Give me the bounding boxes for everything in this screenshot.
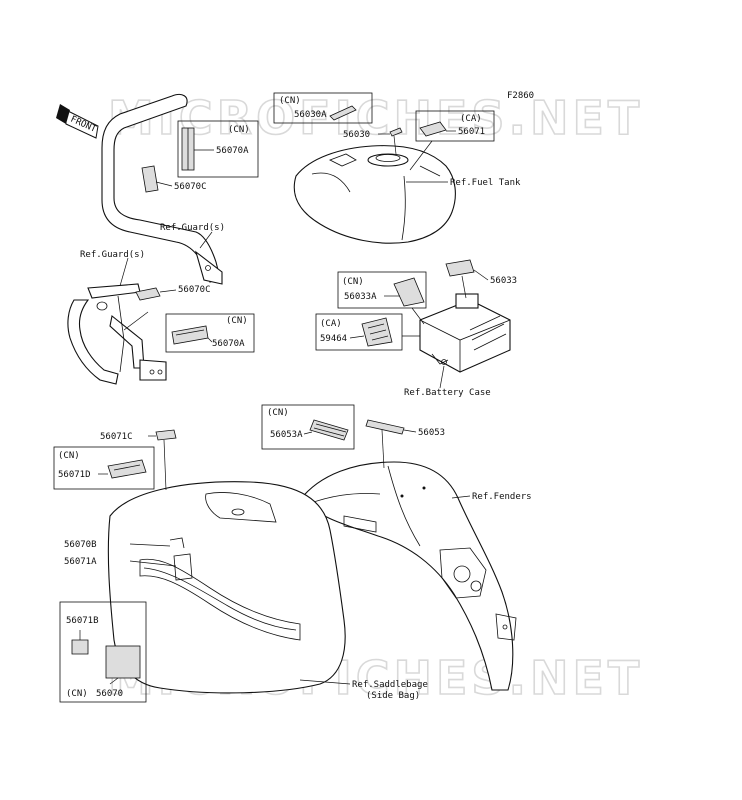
label-56033a: 56033A — [344, 292, 377, 302]
label-56071c: 56071C — [100, 432, 133, 442]
decal-56053-group: 56053 — [365, 419, 445, 469]
decal-56071c — [155, 429, 177, 441]
decal-56070c-top — [141, 165, 159, 193]
label-59464: 59464 — [320, 334, 347, 344]
ref-fenders: Ref.Fenders — [472, 492, 532, 502]
decal-56071-group: (CA) 56071 — [409, 110, 495, 171]
label-56053a: 56053A — [270, 430, 303, 440]
front-arrow-icon: FRONT — [56, 104, 99, 139]
label-56070b: 56070B — [64, 540, 97, 550]
decal-56030-group: 56030 — [343, 127, 403, 155]
decal-56033a-group: (CN) 56033A — [337, 271, 427, 325]
label-56071: 56071 — [458, 127, 485, 137]
label-56070: 56070 — [96, 689, 123, 699]
decal-56071 — [419, 121, 447, 137]
label-cn-56071d: (CN) — [58, 451, 80, 461]
label-56030: 56030 — [343, 130, 370, 140]
diagram-code: F2860 — [507, 91, 534, 101]
label-cn-56070a-mid: (CN) — [226, 316, 248, 326]
label-cn-56070a-top: (CN) — [228, 125, 250, 135]
label-cn-56070: (CN) — [66, 689, 88, 699]
label-56071d: 56071D — [58, 470, 91, 480]
decal-56053 — [365, 419, 405, 435]
decal-56070c-top-group: 56070C — [141, 165, 207, 193]
label-56070a-mid: 56070A — [212, 339, 245, 349]
decal-56070a-top-group: (CN) 56070A — [177, 120, 259, 178]
ref-guard-2: Ref.Guard(s) — [80, 250, 145, 260]
label-56030a: 56030A — [294, 110, 327, 120]
watermark-top: MICROFICHES.NET — [108, 91, 643, 145]
decal-56071b — [71, 639, 89, 655]
decal-56070c-mid — [135, 287, 161, 301]
label-56033: 56033 — [490, 276, 517, 286]
lower-guard — [67, 283, 167, 385]
decal-56071d — [107, 459, 147, 479]
ref-saddlebag-side-bag: (Side Bag) — [366, 691, 420, 701]
label-56071a: 56071A — [64, 557, 97, 567]
decal-56033 — [445, 259, 475, 277]
decal-56030 — [389, 127, 403, 137]
ref-saddlebag: Ref.Saddlebage — [352, 680, 428, 690]
label-cn-56033a: (CN) — [342, 277, 364, 287]
label-ca-56071: (CA) — [460, 114, 482, 124]
decal-56070 — [105, 645, 141, 679]
decal-56053a — [309, 419, 349, 441]
decal-59464-group: (CA) 59464 — [315, 313, 420, 351]
decal-56070a-mid-group: (CN) 56070A — [165, 313, 255, 353]
decal-56070c-mid-group: 56070C — [135, 285, 211, 301]
label-56070c-top: 56070C — [174, 182, 207, 192]
ref-guard-1: Ref.Guard(s) — [160, 223, 225, 233]
decal-56053a-group: (CN) 56053A — [261, 404, 355, 450]
upper-guard — [101, 93, 223, 285]
decal-56033a — [393, 277, 425, 307]
label-56070c-mid: 56070C — [178, 285, 211, 295]
label-cn-56053a: (CN) — [267, 408, 289, 418]
label-56070a-top: 56070A — [216, 146, 249, 156]
decal-56071d-group: (CN) 56071D — [53, 446, 155, 490]
ref-fuel-tank: Ref.Fuel Tank — [450, 178, 521, 188]
ref-battery-case: Ref.Battery Case — [404, 388, 491, 398]
label-ca-59464: (CA) — [320, 319, 342, 329]
label-56053: 56053 — [418, 428, 445, 438]
decal-56033-group: 56033 — [445, 259, 517, 299]
label-56071b: 56071B — [66, 616, 99, 626]
decal-56030a-group: (CN) 56030A — [273, 92, 373, 124]
battery-case — [419, 293, 511, 373]
fuel-tank — [293, 145, 456, 244]
label-cn-56030a: (CN) — [279, 96, 301, 106]
decal-56071c-group: 56071C — [100, 429, 177, 491]
saddlebag — [107, 481, 346, 694]
decal-56071b-56070-group: 56071B (CN) 56070 — [59, 601, 147, 703]
decal-56030a — [329, 105, 357, 121]
